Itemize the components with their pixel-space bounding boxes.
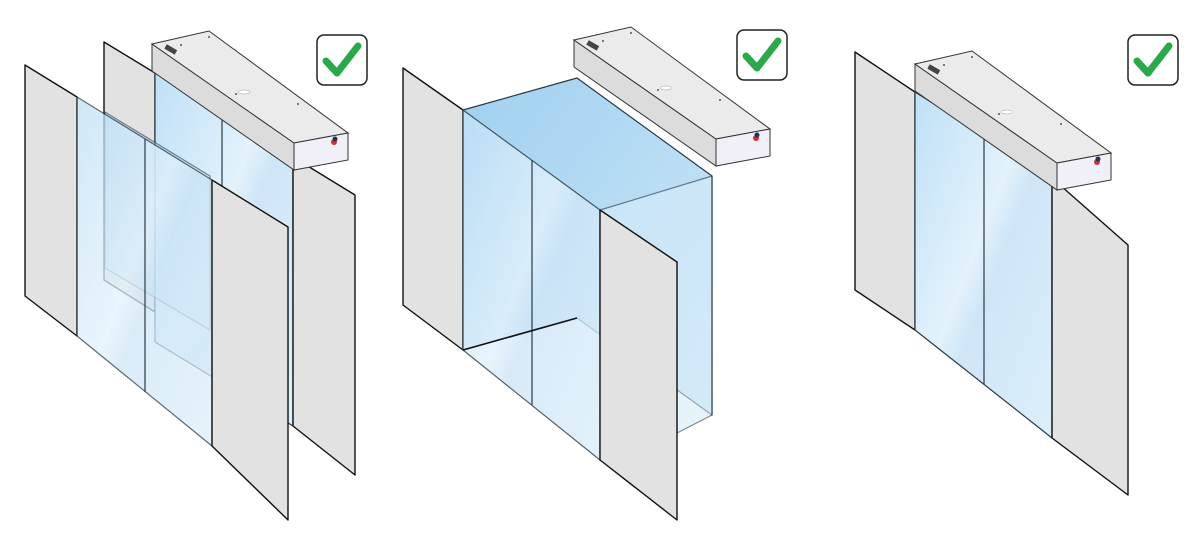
left-wall <box>854 51 916 331</box>
back-right-wall <box>292 156 356 476</box>
checkmark-icon <box>1128 35 1178 85</box>
right-wall <box>599 209 678 521</box>
scene-1-double-sliding <box>24 30 367 521</box>
scene-3-single-sliding <box>854 35 1178 496</box>
scene-2-glass-enclosure <box>402 26 787 521</box>
front-left-wall <box>24 64 78 337</box>
right-wall <box>1051 177 1129 496</box>
checkmark-icon <box>737 30 787 80</box>
checkmark-icon <box>317 35 367 85</box>
front-right-wall <box>211 179 289 521</box>
left-wall <box>402 67 464 351</box>
